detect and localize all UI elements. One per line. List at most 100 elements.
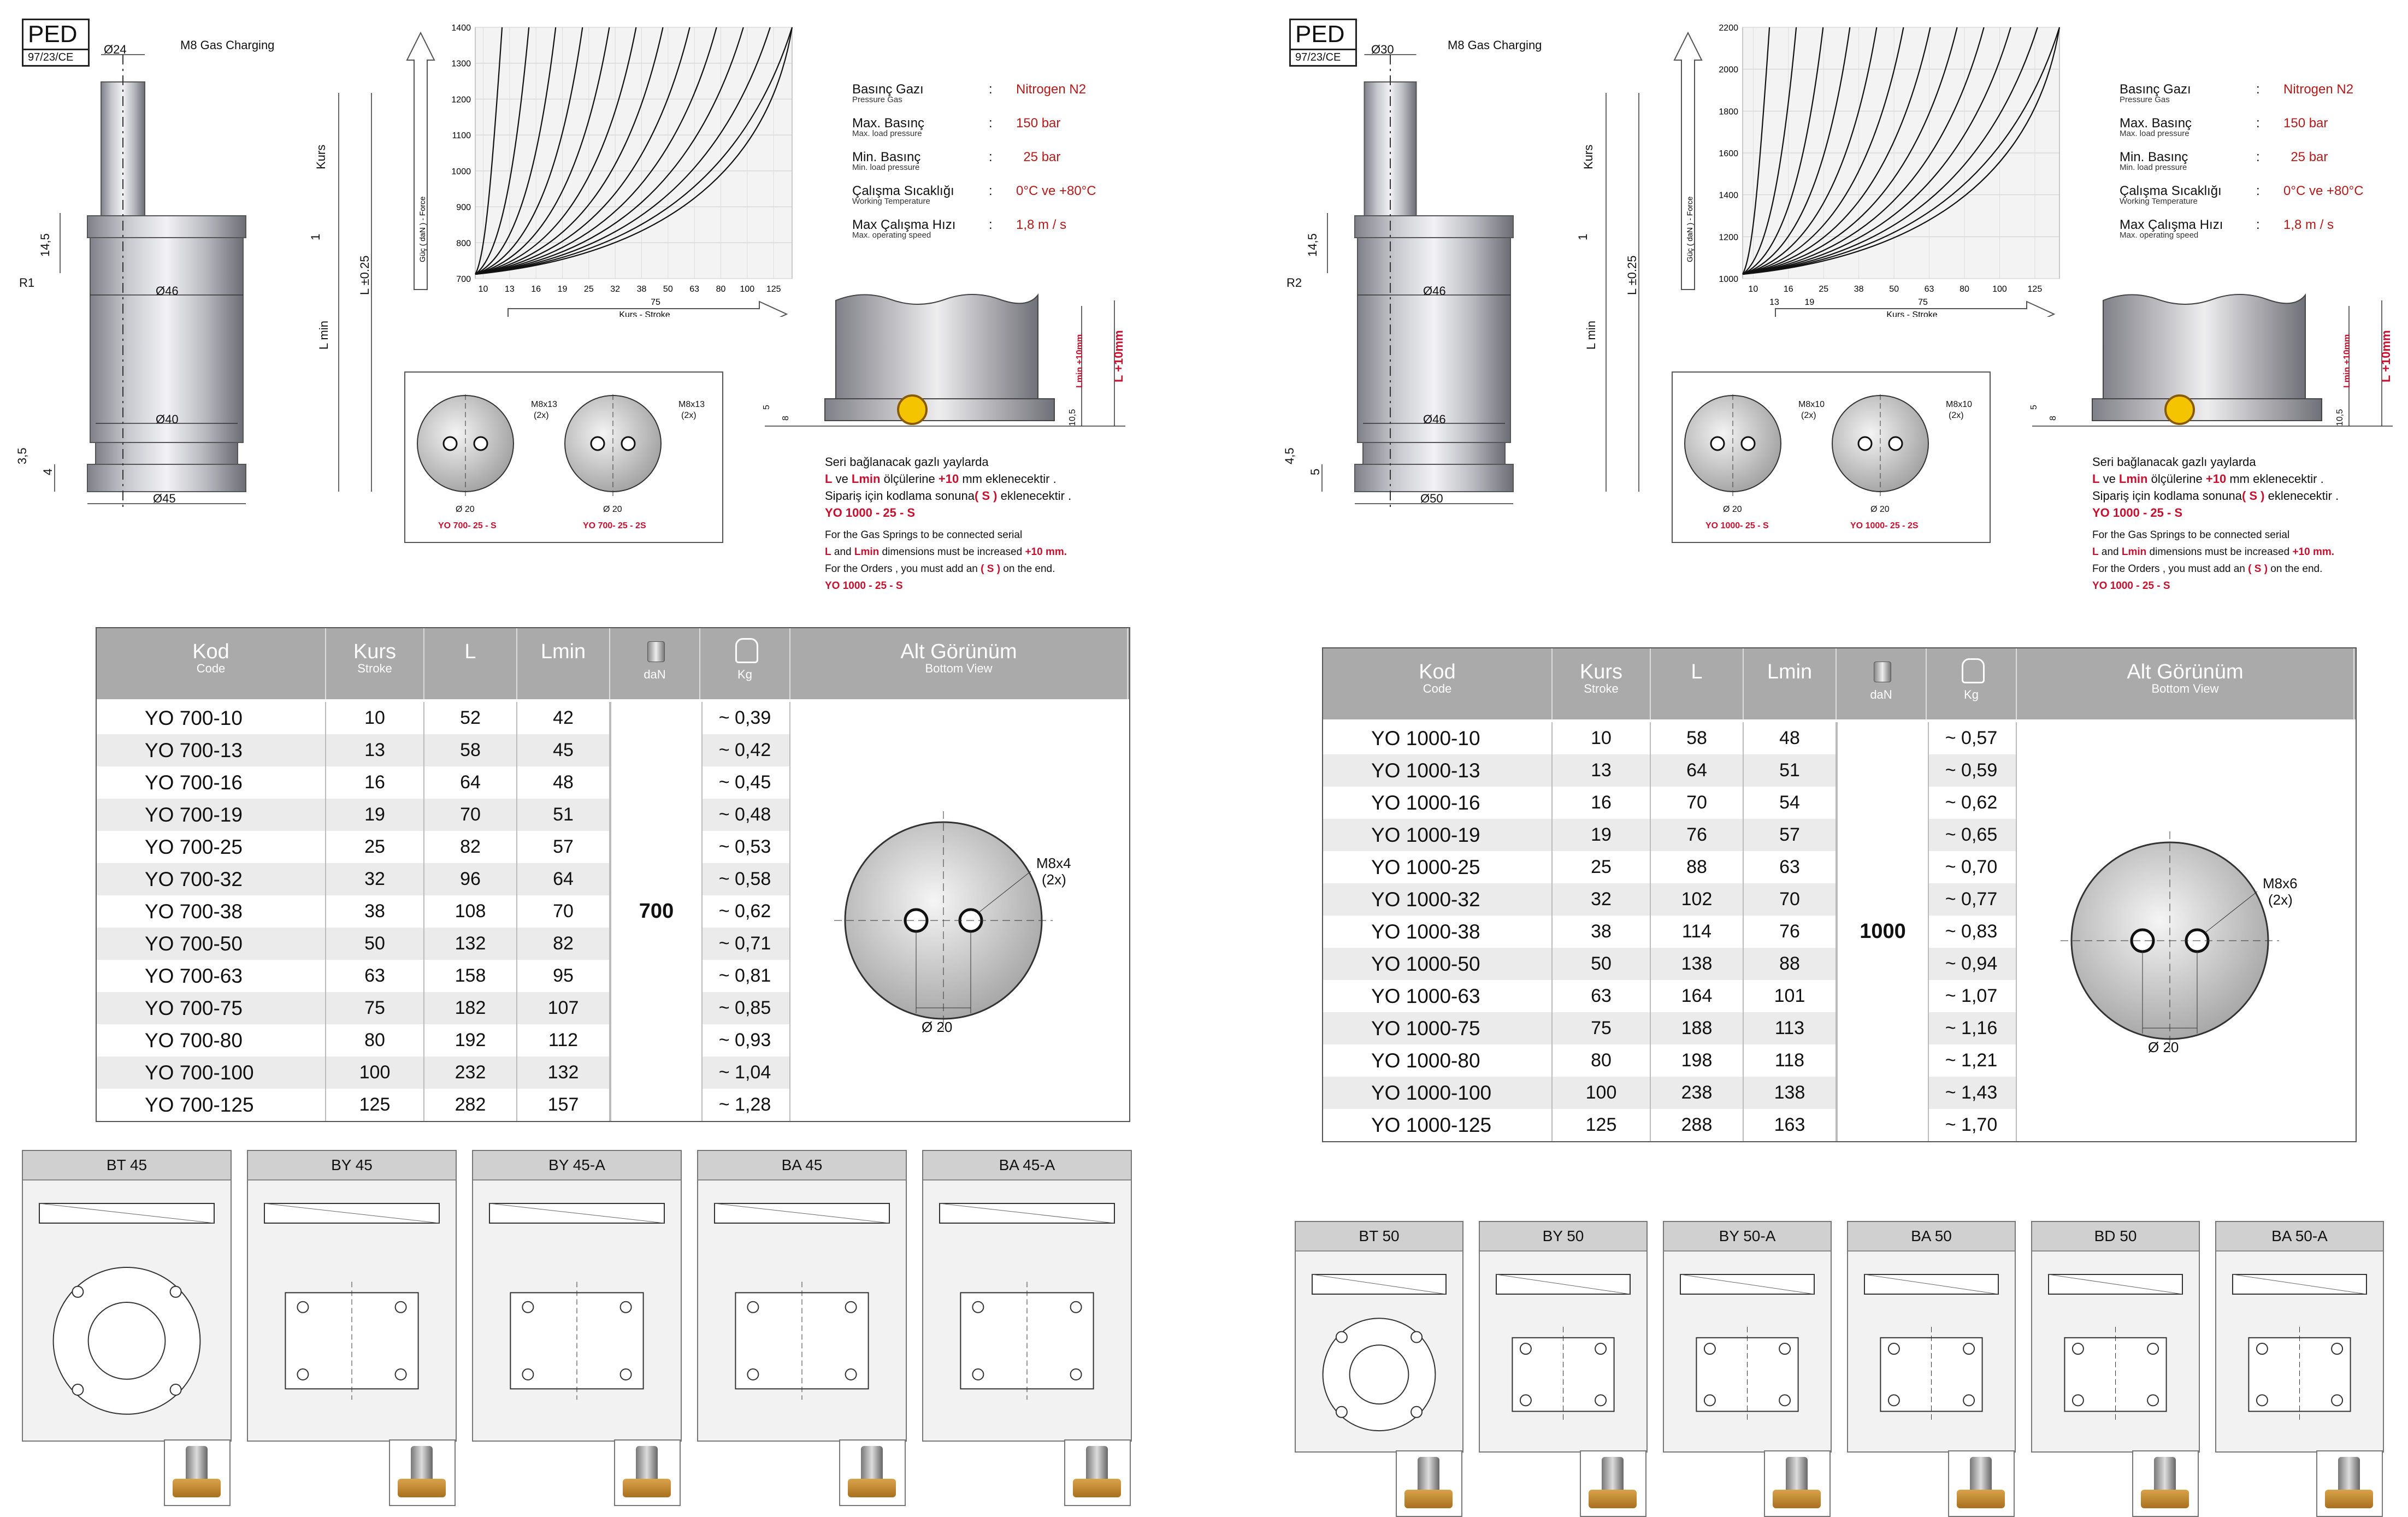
note-fragment: Lmin	[2118, 472, 2148, 486]
spec-value: Nitrogen N2	[1016, 82, 1087, 97]
note-fragment: ( S )	[2248, 563, 2268, 575]
mounted-spring-icon	[186, 1446, 208, 1484]
table-cell: 58	[424, 734, 517, 766]
table-cell: ~ 1,70	[1927, 1109, 2017, 1141]
y-tick-label: 1000	[1719, 275, 1738, 284]
note-fragment: ( S )	[974, 489, 998, 503]
dim-groove-diameter: Ø46	[1423, 412, 1446, 426]
note-fragment: dimensions must be increased	[2146, 546, 2293, 558]
dim-body-diameter: Ø46	[1423, 284, 1446, 298]
table-cell: 114	[1651, 916, 1744, 948]
header-subtitle: Stroke	[357, 662, 392, 675]
note-fragment: ölçülerine	[880, 472, 939, 486]
table-cell: 10	[1553, 722, 1651, 754]
x-tick-label: 125	[766, 285, 781, 294]
spec-value: 0°C ve +80°C	[1016, 184, 1096, 198]
table-cell: YO 700-32	[97, 863, 326, 895]
table-cell: ~ 0,70	[1927, 851, 2017, 883]
spec-colon: :	[989, 116, 993, 131]
dim-radius: R2	[1286, 276, 1302, 290]
x-axis-label: Kurs - Stroke	[619, 310, 670, 317]
table-cell: ~ 1,07	[1927, 980, 2017, 1012]
thread-hole	[590, 436, 605, 451]
table-cell: ~ 0,53	[700, 831, 790, 863]
table-cell: 100	[326, 1056, 424, 1089]
table-cell: ~ 0,65	[1927, 819, 2017, 851]
spec-colon: :	[989, 82, 993, 97]
table-cell: 48	[517, 766, 610, 799]
note-fragment: on the end.	[1000, 563, 1055, 575]
detail-lmin-label: Lmin +10mm	[2342, 334, 2352, 388]
accessory-thumbnail	[389, 1439, 456, 1506]
table-cell: 76	[1744, 916, 1837, 948]
x-tick-label: 38	[1854, 285, 1864, 294]
y-tick-label: 1800	[1719, 107, 1738, 116]
table-cell: 70	[424, 799, 517, 831]
hole-spacing-label: Ø 20	[603, 505, 622, 514]
detail-dim-8: 8	[2049, 416, 2058, 421]
force-curve	[475, 27, 583, 275]
thread-hole	[1710, 436, 1725, 451]
force-curve	[475, 27, 793, 275]
variant-code-s: YO 1000- 25 - S	[1705, 521, 1769, 530]
thread-count-label: (2x)	[681, 411, 697, 420]
note-fragment: For the Gas Springs to be connected seri…	[2092, 529, 2290, 541]
note-fragment: L	[825, 546, 831, 558]
spec-value: 0°C ve +80°C	[2283, 184, 2364, 198]
accessory-panel: BY 50-A	[1663, 1221, 1832, 1453]
accessory-panel: BT 50	[1295, 1221, 1463, 1453]
accessory-title: BT 45	[23, 1151, 231, 1180]
table-cell: 238	[1651, 1077, 1744, 1109]
spec-key-en: Max. load pressure	[2120, 129, 2189, 138]
note-line: For the Gas Springs to be connected seri…	[825, 527, 1071, 544]
table-cell: 82	[517, 928, 610, 960]
accessory-drawing	[39, 1203, 215, 1415]
mount-plate-icon	[2141, 1490, 2189, 1508]
mount-plate-icon	[173, 1479, 221, 1497]
x-tick-label: 10	[479, 285, 488, 294]
mounted-spring-icon	[411, 1446, 433, 1484]
accessory-thumbnail	[1064, 1439, 1131, 1506]
table-cell: YO 700-25	[97, 831, 326, 863]
table-cell: 57	[517, 831, 610, 863]
y-tick-label: 2000	[1719, 66, 1738, 75]
spec-colon: :	[989, 184, 993, 198]
table-cell: 163	[1744, 1109, 1837, 1141]
dim-lmin-label: L min	[1584, 321, 1598, 350]
weight-force-icon	[647, 641, 665, 662]
y-axis-label: Güç ( daN ) - Force	[1685, 196, 1694, 262]
spec-key: Çalışma Sıcaklığı	[2120, 184, 2222, 198]
mounted-spring-icon	[1970, 1457, 1992, 1495]
note-fragment: Lmin	[851, 472, 881, 486]
note-line: For the Gas Springs to be connected seri…	[2092, 527, 2339, 544]
thread-count-label: (2x)	[1949, 411, 1964, 420]
y-tick-label: 1400	[451, 23, 471, 33]
detail-dim-105: 10,5	[1068, 409, 1077, 426]
note-line: YO 1000 - 25 - S	[2092, 577, 2339, 594]
accessory-thumbnail	[164, 1439, 231, 1506]
dim-flange-height: 5	[1308, 468, 1322, 475]
table-cell: ~ 0,42	[700, 734, 790, 766]
spec-value: 150 bar	[2283, 116, 2328, 131]
x-tick-label: 63	[689, 285, 699, 294]
table-cell: YO 700-50	[97, 928, 326, 960]
table-header-cell: daN	[610, 628, 700, 699]
force-curve	[1742, 27, 1851, 275]
detail-l-label: L +10mm	[2379, 330, 2393, 382]
table-cell: 13	[1553, 754, 1651, 787]
spec-value: 150 bar	[1016, 116, 1061, 131]
accessory-drawing	[489, 1203, 665, 1400]
mount-plate-icon	[2325, 1490, 2373, 1508]
force-curve	[475, 27, 771, 275]
accessory-drawing	[2048, 1274, 2183, 1422]
accessory-thumbnail	[1580, 1450, 1646, 1517]
table-cell: 132	[517, 1056, 610, 1089]
table-cell: 51	[1744, 754, 1837, 787]
note-fragment: ve	[832, 472, 852, 486]
y-axis-arrow	[1673, 31, 1703, 290]
table-cell: ~ 0,71	[700, 928, 790, 960]
